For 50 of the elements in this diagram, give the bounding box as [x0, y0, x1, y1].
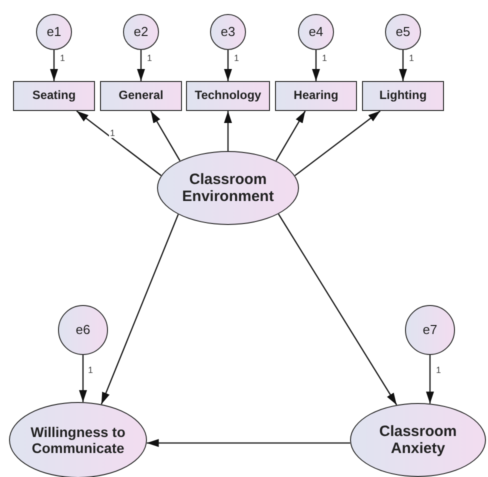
edge-label: 1	[321, 53, 328, 63]
node-label: Willingness to Communicate	[30, 424, 126, 456]
node-label: Lighting	[379, 89, 427, 103]
error-circle	[123, 14, 159, 50]
node-label: e3	[220, 24, 236, 40]
arrow	[146, 439, 350, 447]
arrow	[294, 110, 381, 176]
edge-label: 1	[435, 365, 442, 375]
indicator-box	[362, 81, 444, 111]
node-label: e4	[308, 24, 324, 40]
node-label: Technology	[194, 89, 262, 103]
indicator-box	[13, 81, 95, 111]
node-label: Classroom Environment	[181, 170, 275, 206]
node-label: e7	[422, 322, 438, 338]
arrow	[224, 50, 232, 81]
edge-label: 1	[109, 128, 116, 138]
error-circle	[385, 14, 421, 50]
node-label: General	[118, 89, 164, 103]
indicator-box	[186, 81, 270, 111]
edge-label: 1	[87, 365, 94, 375]
error-circle	[405, 305, 455, 355]
arrow	[100, 214, 179, 404]
error-circle	[210, 14, 246, 50]
node-label: Seating	[32, 89, 76, 103]
arrow	[276, 110, 306, 162]
error-circle	[36, 14, 72, 50]
node-label: Classroom Anxiety	[378, 422, 458, 458]
error-circle	[58, 305, 108, 355]
arrow	[312, 50, 320, 81]
error-circle	[298, 14, 334, 50]
arrow	[76, 110, 162, 176]
node-label: e1	[46, 24, 62, 40]
node-label: e6	[76, 322, 90, 338]
arrow	[224, 111, 232, 151]
indicator-box	[100, 81, 182, 111]
arrow	[278, 214, 398, 406]
edge-label: 1	[59, 53, 66, 63]
edge-label: 1	[408, 53, 416, 63]
node-label: e2	[134, 24, 148, 40]
indicator-box	[275, 81, 357, 111]
arrow	[137, 50, 145, 81]
arrow	[50, 50, 58, 81]
edge-label: 1	[233, 53, 240, 63]
arrow	[150, 110, 180, 162]
node-label: e5	[396, 24, 410, 40]
arrow	[79, 355, 87, 402]
node-label: Hearing	[294, 89, 338, 103]
arrow	[399, 50, 407, 81]
edge-label: 1	[146, 53, 154, 63]
arrow	[426, 355, 434, 404]
